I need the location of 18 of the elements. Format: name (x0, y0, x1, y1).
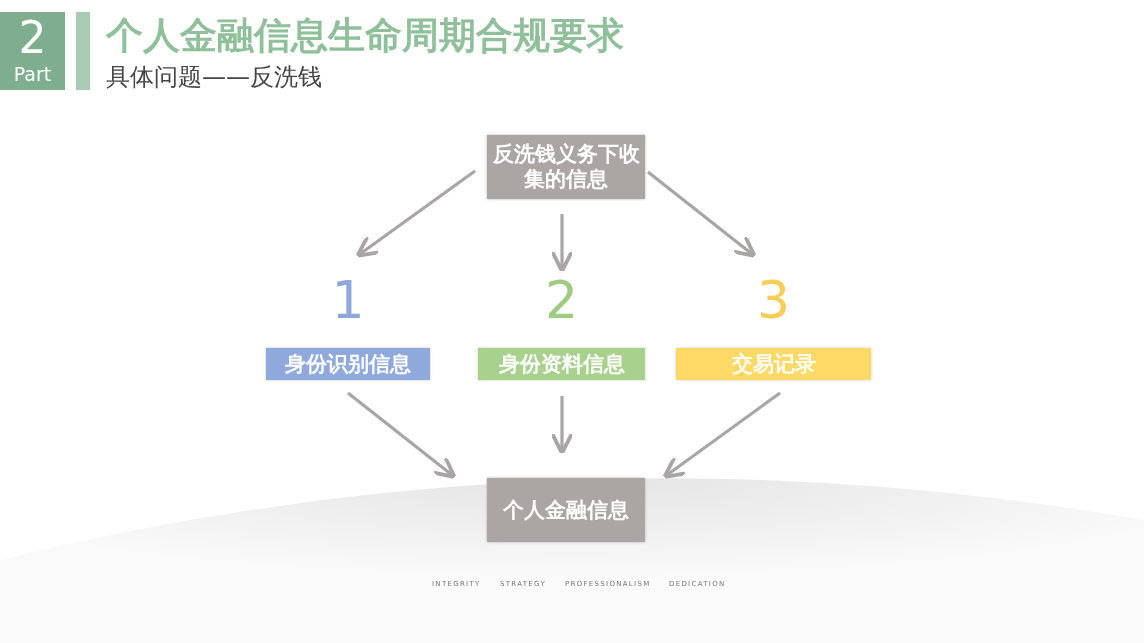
part-number: 2 (17, 12, 48, 64)
arrow (347, 391, 457, 479)
category-box: 身份资料信息 (478, 348, 645, 380)
subtitle: 具体问题——反洗钱 (106, 62, 322, 92)
arrow (647, 170, 757, 258)
step-number: 3 (755, 270, 792, 330)
arrow (550, 214, 574, 274)
step-number: 2 (543, 270, 580, 330)
step-number: 1 (330, 270, 366, 330)
category-box: 交易记录 (676, 348, 871, 380)
arrow (355, 169, 476, 258)
title: 个人金融信息生命周期合规要求 (106, 14, 624, 58)
part-label: Part (12, 62, 53, 86)
category-box: 身份识别信息 (266, 348, 430, 380)
arrow (662, 391, 781, 479)
info-box: 个人金融信息 (487, 478, 645, 542)
info-box: 反洗钱义务下收集的信息 (487, 135, 645, 199)
arrow (550, 396, 574, 456)
